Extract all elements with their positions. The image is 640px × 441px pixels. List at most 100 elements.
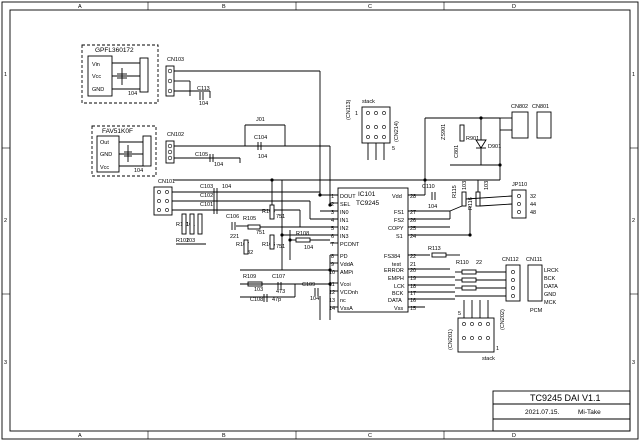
svg-text:PCM: PCM — [530, 308, 543, 314]
svg-text:FS1: FS1 — [394, 210, 404, 216]
svg-text:2: 2 — [331, 202, 334, 208]
svg-text:5: 5 — [392, 146, 395, 152]
ic101-left-pins: DOUT SEL IN0 IN1 IN2 IN3 PCONT PD VddA A… — [329, 194, 360, 312]
svg-text:751: 751 — [256, 230, 265, 236]
svg-text:1: 1 — [496, 346, 499, 352]
svg-text:IN0: IN0 — [340, 210, 349, 216]
svg-text:FS384: FS384 — [384, 254, 400, 260]
svg-text:47p: 47p — [272, 297, 281, 303]
svg-text:1: 1 — [355, 111, 358, 117]
regulator-1: GPFL360172 Vin Vcc GND 104 — [81, 44, 159, 104]
svg-text:Vcc: Vcc — [92, 74, 101, 80]
svg-text:R109: R109 — [243, 274, 256, 280]
svg-text:LCK: LCK — [394, 284, 405, 290]
stack-connector-top: stack (CN113) (CN214) 1 5 — [346, 99, 400, 160]
svg-text:13: 13 — [329, 298, 335, 304]
svg-text:103: 103 — [186, 238, 195, 244]
svg-text:16: 16 — [410, 298, 416, 304]
reg2-name: FAV51K0F — [102, 128, 133, 135]
col-label-a-top: A — [78, 4, 82, 10]
svg-text:C109: C109 — [302, 282, 315, 288]
svg-text:7: 7 — [331, 242, 334, 248]
svg-text:C104: C104 — [254, 135, 267, 141]
ic101-ref: IC101 — [358, 191, 376, 198]
svg-text:104: 104 — [214, 162, 223, 168]
svg-text:221: 221 — [230, 234, 239, 240]
svg-text:104: 104 — [310, 296, 319, 302]
svg-text:Out: Out — [100, 140, 109, 146]
svg-text:5: 5 — [331, 226, 334, 232]
svg-text:751: 751 — [276, 244, 285, 250]
svg-text:104: 104 — [428, 204, 437, 210]
svg-text:22: 22 — [476, 260, 482, 266]
svg-text:R104: R104 — [262, 209, 275, 215]
svg-text:Vcc: Vcc — [100, 165, 109, 171]
svg-text:C105: C105 — [195, 152, 208, 158]
svg-text:C106: C106 — [226, 214, 239, 220]
svg-text:DATA: DATA — [388, 298, 402, 304]
svg-text:stack: stack — [482, 356, 495, 362]
row-label-1-left: 1 — [4, 72, 7, 78]
svg-text:27: 27 — [410, 210, 416, 216]
svg-text:104: 104 — [128, 91, 137, 97]
svg-text:nc: nc — [340, 298, 346, 304]
svg-text:CN802: CN802 — [511, 104, 528, 110]
svg-text:C101: C101 — [200, 202, 213, 208]
svg-text:(CN214): (CN214) — [394, 121, 400, 142]
svg-text:15: 15 — [410, 306, 416, 312]
svg-text:MCK: MCK — [544, 300, 557, 306]
svg-text:6: 6 — [331, 234, 334, 240]
svg-text:PCONT: PCONT — [340, 242, 360, 248]
svg-text:CN101: CN101 — [158, 179, 175, 185]
row-label-1-right: 1 — [632, 72, 635, 78]
ic101-part: TC9245 — [356, 200, 380, 207]
svg-text:103: 103 — [462, 181, 468, 190]
svg-text:VCOnh: VCOnh — [340, 290, 358, 296]
svg-text:9: 9 — [331, 262, 334, 268]
svg-text:EMPH: EMPH — [388, 276, 404, 282]
svg-text:4: 4 — [331, 218, 334, 224]
svg-text:10: 10 — [329, 270, 335, 276]
connector-cn101: CN101 C103 C102 C101 104 R101 101 R102 1… — [153, 179, 320, 245]
svg-text:11: 11 — [329, 282, 335, 288]
col-label-c-top: C — [368, 4, 372, 10]
svg-text:J01: J01 — [256, 117, 265, 123]
svg-text:VssA: VssA — [340, 306, 353, 312]
svg-text:103: 103 — [254, 287, 263, 293]
svg-text:104: 104 — [222, 184, 231, 190]
jumper-jp110: JP110 32 44 48 R115 103 R116 103 — [449, 180, 536, 235]
svg-text:104: 104 — [199, 101, 208, 107]
col-label-c-bottom: C — [368, 433, 372, 439]
row-label-2-left: 2 — [4, 218, 7, 224]
svg-text:48: 48 — [530, 210, 536, 216]
svg-text:19: 19 — [410, 276, 416, 282]
inner-frame — [9, 9, 631, 432]
svg-text:AMPi: AMPi — [340, 270, 353, 276]
svg-text:104: 104 — [258, 154, 267, 160]
reg1-name: GPFL360172 — [95, 47, 134, 54]
svg-text:14: 14 — [329, 306, 335, 312]
svg-text:20: 20 — [410, 268, 416, 274]
svg-text:GND: GND — [100, 152, 112, 158]
svg-text:R116: R116 — [468, 197, 474, 210]
connector-cn801-cn802: CN802 CN801 — [499, 104, 552, 180]
svg-text:18: 18 — [410, 284, 416, 290]
svg-text:8: 8 — [331, 254, 334, 260]
svg-text:DATA: DATA — [544, 284, 558, 290]
filter-network: C106 221 R105 751 R104 751 R106 751 R107… — [226, 180, 330, 320]
svg-text:IN1: IN1 — [340, 218, 349, 224]
svg-text:24: 24 — [410, 234, 416, 240]
svg-text:44: 44 — [530, 202, 536, 208]
svg-text:BCK: BCK — [392, 291, 404, 297]
svg-text:28: 28 — [410, 194, 416, 200]
svg-text:R107: R107 — [236, 242, 249, 248]
svg-text:R108: R108 — [296, 231, 309, 237]
row-label-3-right: 3 — [632, 360, 635, 366]
svg-text:(CN113): (CN113) — [346, 99, 352, 120]
col-label-d-top: D — [512, 4, 516, 10]
stack-connector-bottom: 5 1 (CN201) (CN202) stack — [448, 300, 506, 362]
ic101-right-pins: Vdd FS1 FS2 COPY S1 FS384 test ERROR EMP… — [384, 194, 416, 312]
title-block: TC9245 DAI V1.1 2021.07.15. Mi-Take — [492, 390, 631, 432]
svg-text:D901: D901 — [488, 144, 501, 150]
